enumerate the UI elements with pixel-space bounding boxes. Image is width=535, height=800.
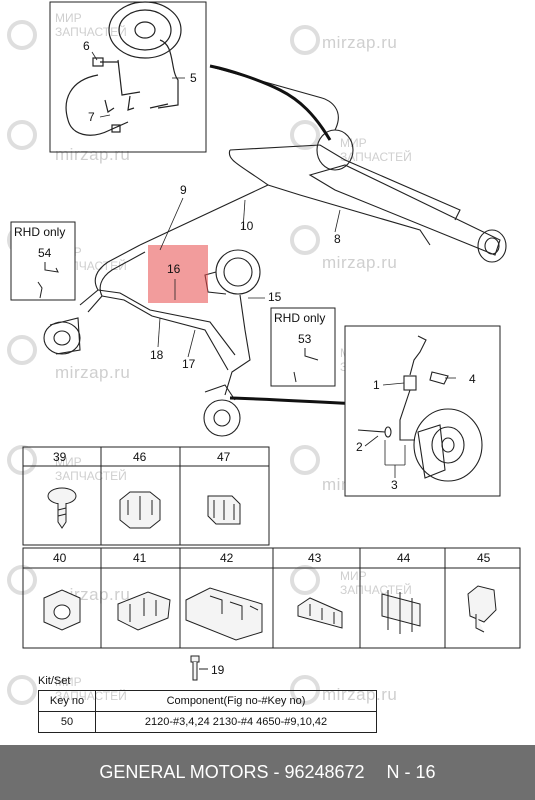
brake-line-routing xyxy=(43,67,507,437)
callout-2: 2 xyxy=(356,440,363,454)
clip-icon xyxy=(297,597,343,629)
part-number-40: 40 xyxy=(53,551,67,565)
watermark-site: mirzap.ru xyxy=(55,363,130,382)
watermark-site: mirzap.ru xyxy=(322,253,397,272)
callout-18: 18 xyxy=(150,348,164,362)
leader-line xyxy=(209,64,332,141)
rear-hose-detail: 6 5 7 xyxy=(49,1,207,153)
footer-bar: GENERAL MOTORS - 96248672 N - 16 xyxy=(0,745,535,800)
callout-10: 10 xyxy=(240,219,254,233)
table-cell-key-no: 50 xyxy=(38,711,96,733)
footer-part-number: GENERAL MOTORS - 96248672 xyxy=(99,762,365,782)
highlight-box xyxy=(148,245,208,303)
push-rivet-icon xyxy=(47,487,77,529)
callout-15: 15 xyxy=(268,290,282,304)
callout-17: 17 xyxy=(182,357,196,371)
callout-3: 3 xyxy=(391,478,398,492)
column-header-component: Component(Fig no-#Key no) xyxy=(95,690,377,712)
part-number-47: 47 xyxy=(217,450,231,464)
part-number-42: 42 xyxy=(220,551,234,565)
part-number-44: 44 xyxy=(397,551,411,565)
clip-icon xyxy=(467,585,497,633)
callout-6: 6 xyxy=(83,39,90,53)
watermark-line1: МИР xyxy=(340,136,367,150)
part-number-46: 46 xyxy=(133,450,147,464)
watermark-line1: МИР xyxy=(55,11,82,25)
watermark-line1: МИР xyxy=(340,569,367,583)
front-caliper-detail: 1 4 2 3 xyxy=(344,325,501,497)
callout-54: 54 xyxy=(38,246,52,260)
callout-4: 4 xyxy=(469,372,476,386)
rhd-only-left: RHD only 54 xyxy=(10,221,76,301)
watermark-line2: ЗАПЧАСТЕЙ xyxy=(340,582,412,597)
callout-1: 1 xyxy=(373,378,380,392)
callout-7: 7 xyxy=(88,110,95,124)
callout-53: 53 xyxy=(298,332,312,346)
table-row: 50 2120-#3,4,24 2130-#4 4650-#9,10,42 xyxy=(38,711,377,733)
rhd-right-title: RHD only xyxy=(274,311,325,325)
part-number-45: 45 xyxy=(477,551,491,565)
brake-pipe-clip-icon xyxy=(117,591,171,631)
callout-16: 16 xyxy=(167,262,181,276)
brake-pipe-clip-icon xyxy=(119,491,161,529)
part-number-43: 43 xyxy=(308,551,322,565)
watermark-line2: ЗАПЧАСТЕЙ xyxy=(340,149,412,164)
callout-leaders xyxy=(157,197,341,358)
part-number-41: 41 xyxy=(133,551,147,565)
bracket-clip-icon xyxy=(185,587,263,641)
callout-9: 9 xyxy=(180,183,187,197)
callout-8: 8 xyxy=(334,232,341,246)
clip-icon xyxy=(381,590,421,634)
table-header-row: Key no Component(Fig no-#Key no) xyxy=(38,690,377,712)
brake-pipe-clip-icon xyxy=(207,495,241,525)
watermark-site: mirzap.ru xyxy=(322,33,397,52)
hose-clip-icon xyxy=(43,589,81,631)
watermark-line2: ЗАПЧАСТЕЙ xyxy=(55,468,127,483)
callout-19: 19 xyxy=(211,663,225,677)
brake-lines-diagram: МИР ЗАПЧАСТЕЙ mirzap.ru mirzap.ru МИР ЗА… xyxy=(7,1,521,705)
footer-page-ref: N - 16 xyxy=(386,762,436,782)
table-cell-component: 2120-#3,4,24 2130-#4 4650-#9,10,42 xyxy=(95,711,377,733)
bolt-icon xyxy=(190,655,208,681)
watermark-line2: ЗАПЧАСТЕЙ xyxy=(55,24,127,39)
kit-set-title: Kit/Set xyxy=(38,675,71,687)
callout-5: 5 xyxy=(190,71,197,85)
watermark-line1: МИР xyxy=(55,675,82,689)
parts-table-row1: 39 46 47 xyxy=(22,446,270,546)
rhd-only-right: RHD only 53 xyxy=(270,307,336,387)
column-header-key-no: Key no xyxy=(38,690,96,712)
rhd-left-title: RHD only xyxy=(14,225,65,239)
part-number-39: 39 xyxy=(53,450,67,464)
kit-set-table: Key no Component(Fig no-#Key no) 50 2120… xyxy=(38,690,377,733)
parts-table-row2: 40 41 42 43 44 45 xyxy=(22,547,521,649)
watermark-site: mirzap.ru xyxy=(55,145,130,164)
